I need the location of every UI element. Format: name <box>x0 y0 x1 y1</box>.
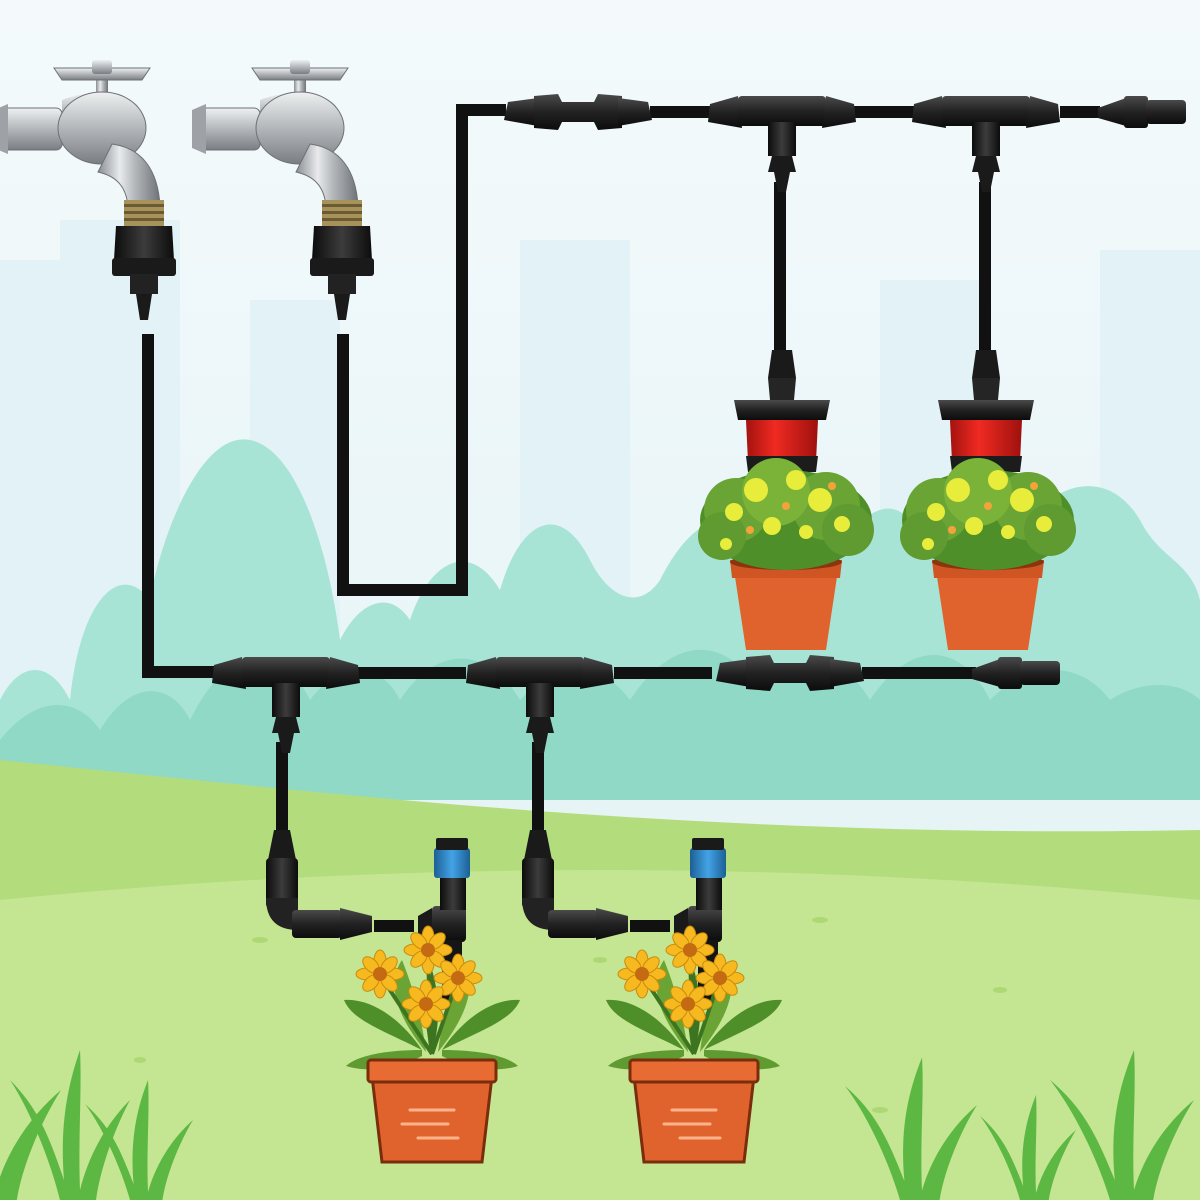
right-supply-tube <box>337 104 506 596</box>
meadow <box>0 760 1200 1200</box>
tubing <box>142 104 1100 846</box>
left-supply-tube <box>142 334 220 678</box>
